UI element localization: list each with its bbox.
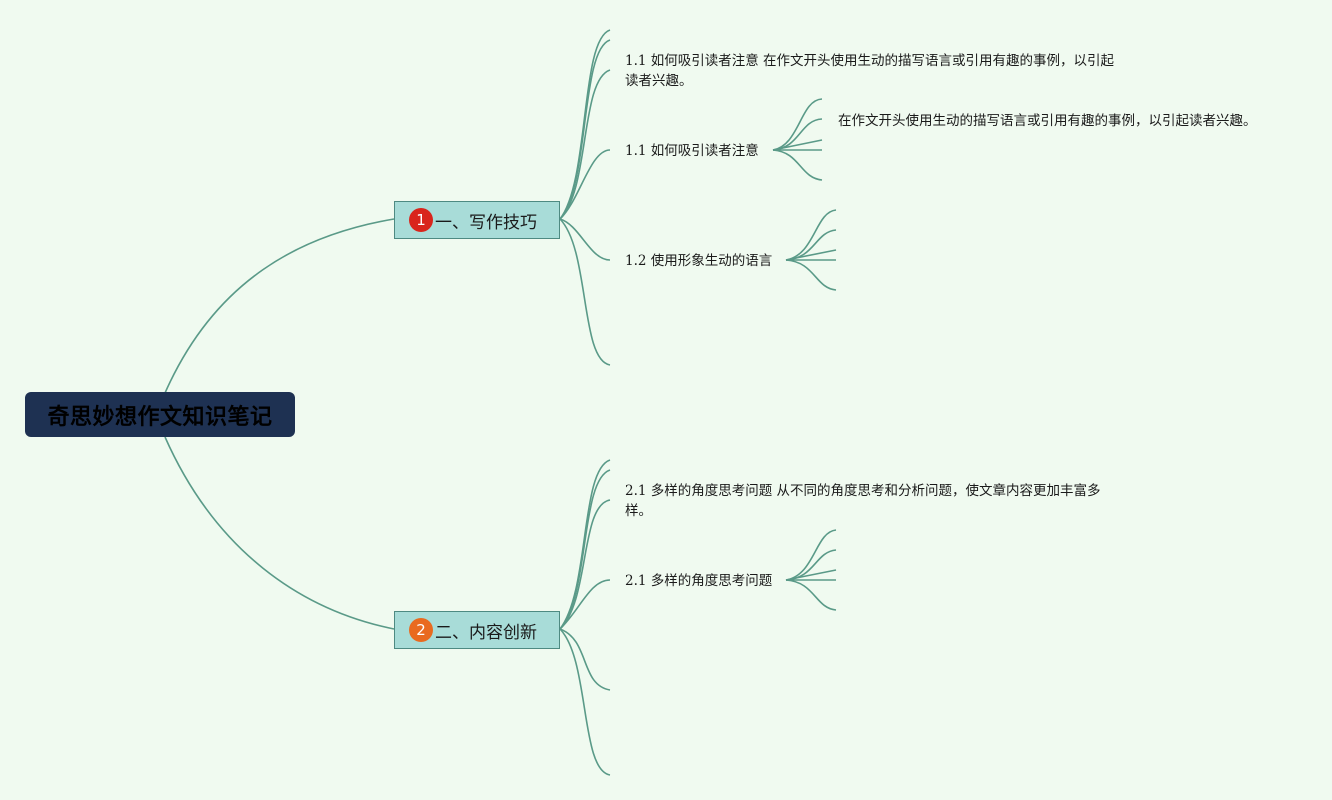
- connector-root-branch-2: [164, 436, 395, 630]
- priority-2-badge: 2: [409, 618, 433, 642]
- connector-to-item-1-3: [559, 218, 611, 261]
- topic-attract-reader-full[interactable]: 1.1 如何吸引读者注意 在作文开头使用生动的描写语言或引用有趣的事例，以引起读…: [625, 53, 1115, 89]
- topic-vivid-language[interactable]: 1.2 使用形象生动的语言: [625, 253, 773, 269]
- topic-multiple-angles-full[interactable]: 2.1 多样的角度思考问题 从不同的角度思考和分析问题，使文章内容更加丰富多样。: [625, 483, 1101, 519]
- root-topic-label: 奇思妙想作文知识笔记: [47, 404, 273, 430]
- branch-content-innovation[interactable]: 2 二、内容创新: [394, 611, 560, 649]
- connector-to-item-2-2: [559, 579, 611, 630]
- connector-root-branch-1: [164, 218, 395, 394]
- branch-label: 一、写作技巧: [435, 212, 537, 233]
- root-topic[interactable]: 奇思妙想作文知识笔记: [25, 392, 295, 437]
- connector-to-item-1-2: [559, 149, 611, 220]
- priority-1-badge: 1: [409, 208, 433, 232]
- branch-writing-skills[interactable]: 1 一、写作技巧: [394, 201, 560, 239]
- topic-attract-reader[interactable]: 1.1 如何吸引读者注意: [625, 143, 759, 159]
- branch-label: 二、内容创新: [435, 622, 537, 643]
- topic-attract-reader-detail[interactable]: 在作文开头使用生动的描写语言或引用有趣的事例，以引起读者兴趣。: [838, 113, 1257, 129]
- topic-multiple-angles[interactable]: 2.1 多样的角度思考问题: [625, 573, 773, 589]
